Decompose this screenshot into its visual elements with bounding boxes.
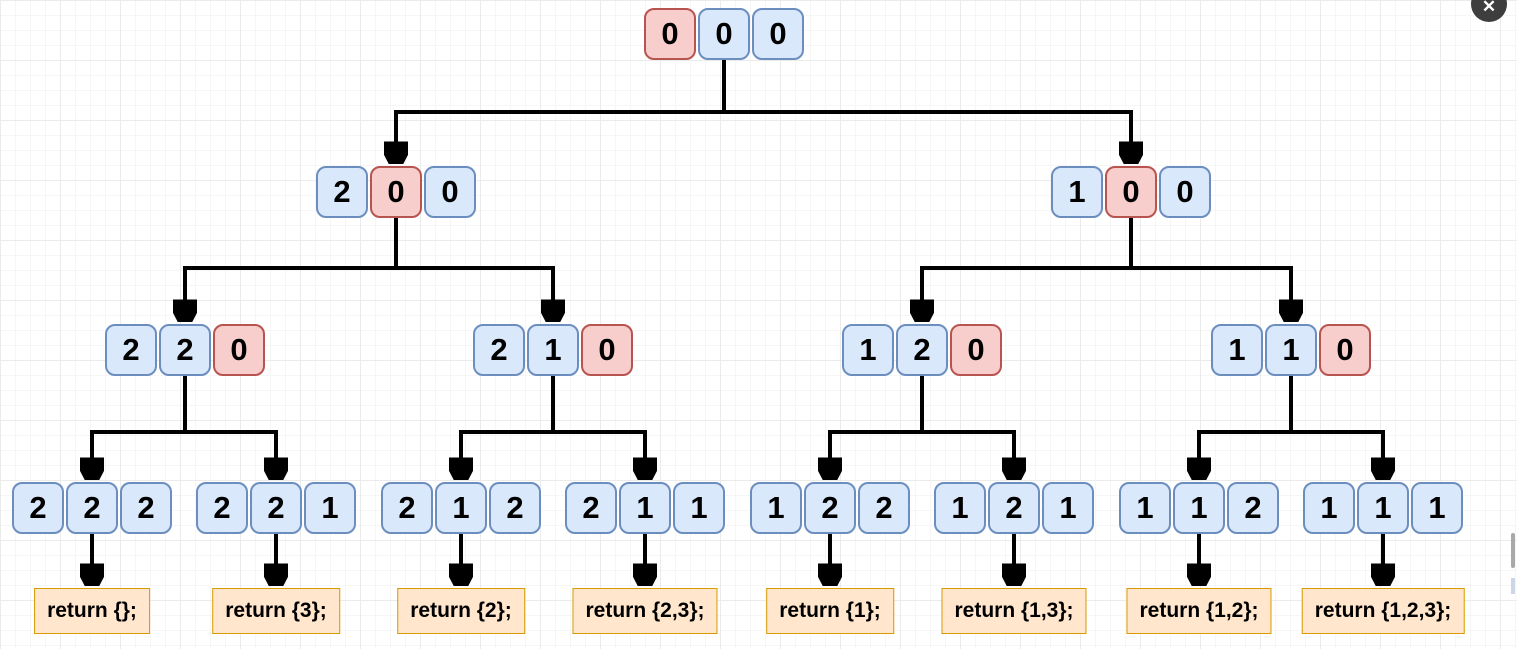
return-label: return {1,2}; <box>1126 588 1272 634</box>
node-112: 1 1 2 <box>1119 482 1279 534</box>
node-120: 1 2 0 <box>842 324 1002 376</box>
node-cell: 0 <box>1105 166 1157 218</box>
node-110: 1 1 0 <box>1211 324 1371 376</box>
node-cell: 0 <box>213 324 265 376</box>
node-cell: 1 <box>1119 482 1171 534</box>
node-221: 2 2 1 <box>196 482 356 534</box>
node-cell: 0 <box>950 324 1002 376</box>
node-cell: 2 <box>858 482 910 534</box>
node-100: 1 0 0 <box>1051 166 1211 218</box>
node-cell: 1 <box>934 482 986 534</box>
node-200: 2 0 0 <box>316 166 476 218</box>
node-cell: 1 <box>435 482 487 534</box>
node-cell: 1 <box>1265 324 1317 376</box>
node-cell: 0 <box>698 8 750 60</box>
node-cell: 0 <box>370 166 422 218</box>
node-cell: 2 <box>105 324 157 376</box>
return-label: return {3}; <box>212 588 340 634</box>
return-label: return {2,3}; <box>572 588 718 634</box>
close-button[interactable]: ✕ <box>1471 0 1507 22</box>
return-label: return {1,3}; <box>941 588 1087 634</box>
node-cell: 1 <box>1411 482 1463 534</box>
node-212: 2 1 2 <box>381 482 541 534</box>
node-cell: 2 <box>12 482 64 534</box>
node-cell: 2 <box>66 482 118 534</box>
node-cell: 0 <box>644 8 696 60</box>
return-label: return {1,2,3}; <box>1301 588 1465 634</box>
return-label: return {}; <box>34 588 150 634</box>
node-cell: 2 <box>120 482 172 534</box>
node-000: 0 0 0 <box>644 8 804 60</box>
scrollbar-thumb[interactable] <box>1511 533 1515 568</box>
node-cell: 0 <box>1159 166 1211 218</box>
node-cell: 0 <box>752 8 804 60</box>
node-211: 2 1 1 <box>565 482 725 534</box>
node-cell: 1 <box>1357 482 1409 534</box>
node-cell: 1 <box>1173 482 1225 534</box>
node-cell: 2 <box>804 482 856 534</box>
node-cell: 1 <box>750 482 802 534</box>
node-cell: 1 <box>527 324 579 376</box>
return-label: return {1}; <box>766 588 894 634</box>
node-cell: 2 <box>250 482 302 534</box>
node-cell: 1 <box>673 482 725 534</box>
node-cell: 2 <box>896 324 948 376</box>
node-cell: 1 <box>1303 482 1355 534</box>
scrollbar-mark <box>1511 578 1515 594</box>
node-cell: 2 <box>1227 482 1279 534</box>
node-122: 1 2 2 <box>750 482 910 534</box>
node-210: 2 1 0 <box>473 324 633 376</box>
return-label: return {2}; <box>397 588 525 634</box>
node-cell: 1 <box>1042 482 1094 534</box>
node-220: 2 2 0 <box>105 324 265 376</box>
node-cell: 1 <box>304 482 356 534</box>
node-cell: 2 <box>565 482 617 534</box>
node-cell: 1 <box>842 324 894 376</box>
node-121: 1 2 1 <box>934 482 1094 534</box>
node-cell: 2 <box>489 482 541 534</box>
node-cell: 2 <box>159 324 211 376</box>
close-icon: ✕ <box>1481 0 1497 16</box>
node-cell: 2 <box>473 324 525 376</box>
node-cell: 1 <box>1211 324 1263 376</box>
node-cell: 2 <box>381 482 433 534</box>
node-cell: 1 <box>1051 166 1103 218</box>
node-cell: 2 <box>196 482 248 534</box>
node-cell: 2 <box>316 166 368 218</box>
node-cell: 0 <box>424 166 476 218</box>
node-cell: 0 <box>581 324 633 376</box>
node-cell: 1 <box>619 482 671 534</box>
node-cell: 2 <box>988 482 1040 534</box>
node-111: 1 1 1 <box>1303 482 1463 534</box>
node-cell: 0 <box>1319 324 1371 376</box>
node-222: 2 2 2 <box>12 482 172 534</box>
